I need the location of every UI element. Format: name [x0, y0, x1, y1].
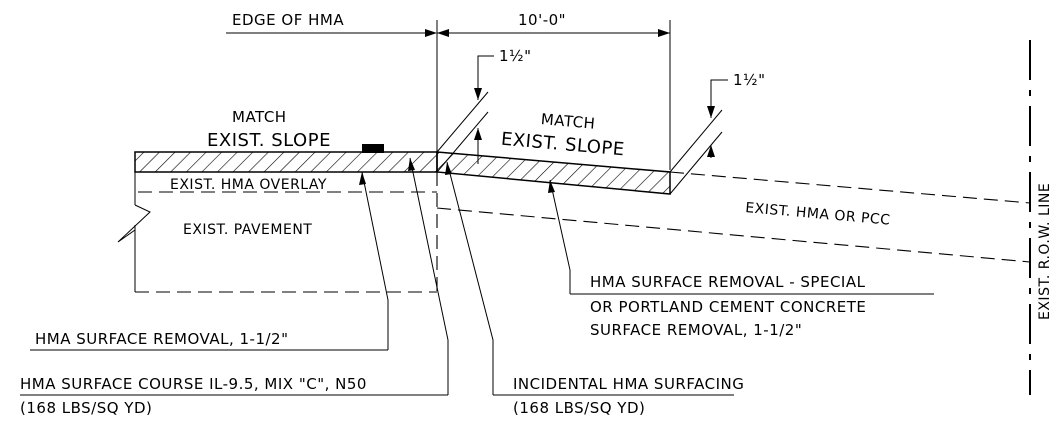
- exist-slope-label-right: EXIST. SLOPE: [500, 129, 625, 161]
- exist-hma-overlay-label: EXIST. HMA OVERLAY: [170, 177, 327, 193]
- exist-slope-label-left: EXIST. SLOPE: [207, 130, 331, 151]
- leader-hma-removal-special: [548, 179, 934, 295]
- width-dimension-label: 10'-0": [518, 11, 566, 29]
- depth-label-left: 1½": [499, 47, 531, 65]
- surface-course-line1: HMA SURFACE COURSE IL-9.5, MIX "C", N50: [20, 375, 367, 393]
- width-dimension: [436, 20, 671, 170]
- match-label-right: MATCH: [540, 110, 596, 133]
- exist-row-line-label: EXIST. R.O.W. LINE: [1037, 183, 1053, 320]
- leader-hma-surface-removal: [30, 171, 389, 351]
- existing-pavement-outline: [117, 172, 438, 293]
- edge-of-hma-leader: [226, 29, 437, 37]
- incidental-hma-line2: (168 LBS/SQ YD): [513, 399, 645, 417]
- marker-block: [362, 144, 384, 153]
- surface-course-line2: (168 LBS/SQ YD): [20, 399, 152, 417]
- leader-incidental-hma: [445, 161, 734, 396]
- depth-label-right: 1½": [733, 71, 765, 89]
- exist-pavement-label: EXIST. PAVEMENT: [183, 222, 312, 238]
- hatched-overlay-left: [134, 151, 438, 173]
- hma-removal-special-line1: HMA SURFACE REMOVAL - SPECIAL: [590, 273, 866, 291]
- depth-dimension-right: [669, 79, 728, 195]
- leader-surface-course: [20, 157, 449, 396]
- hatched-wedge-right: [436, 151, 671, 195]
- existing-hma-or-pcc-lines: [436, 171, 1031, 263]
- hma-surface-removal-label: HMA SURFACE REMOVAL, 1-1/2": [35, 330, 288, 348]
- hma-removal-special-line2: OR PORTLAND CEMENT CONCRETE: [590, 298, 866, 316]
- exist-hma-or-pcc-label: EXIST. HMA OR PCC: [745, 200, 891, 229]
- hma-removal-special-line3: SURFACE REMOVAL, 1-1/2": [590, 321, 802, 339]
- depth-dimension-left: [436, 55, 494, 173]
- match-label-left: MATCH: [232, 108, 287, 126]
- edge-of-hma-label: EDGE OF HMA: [232, 11, 344, 29]
- incidental-hma-line1: INCIDENTAL HMA SURFACING: [513, 375, 744, 393]
